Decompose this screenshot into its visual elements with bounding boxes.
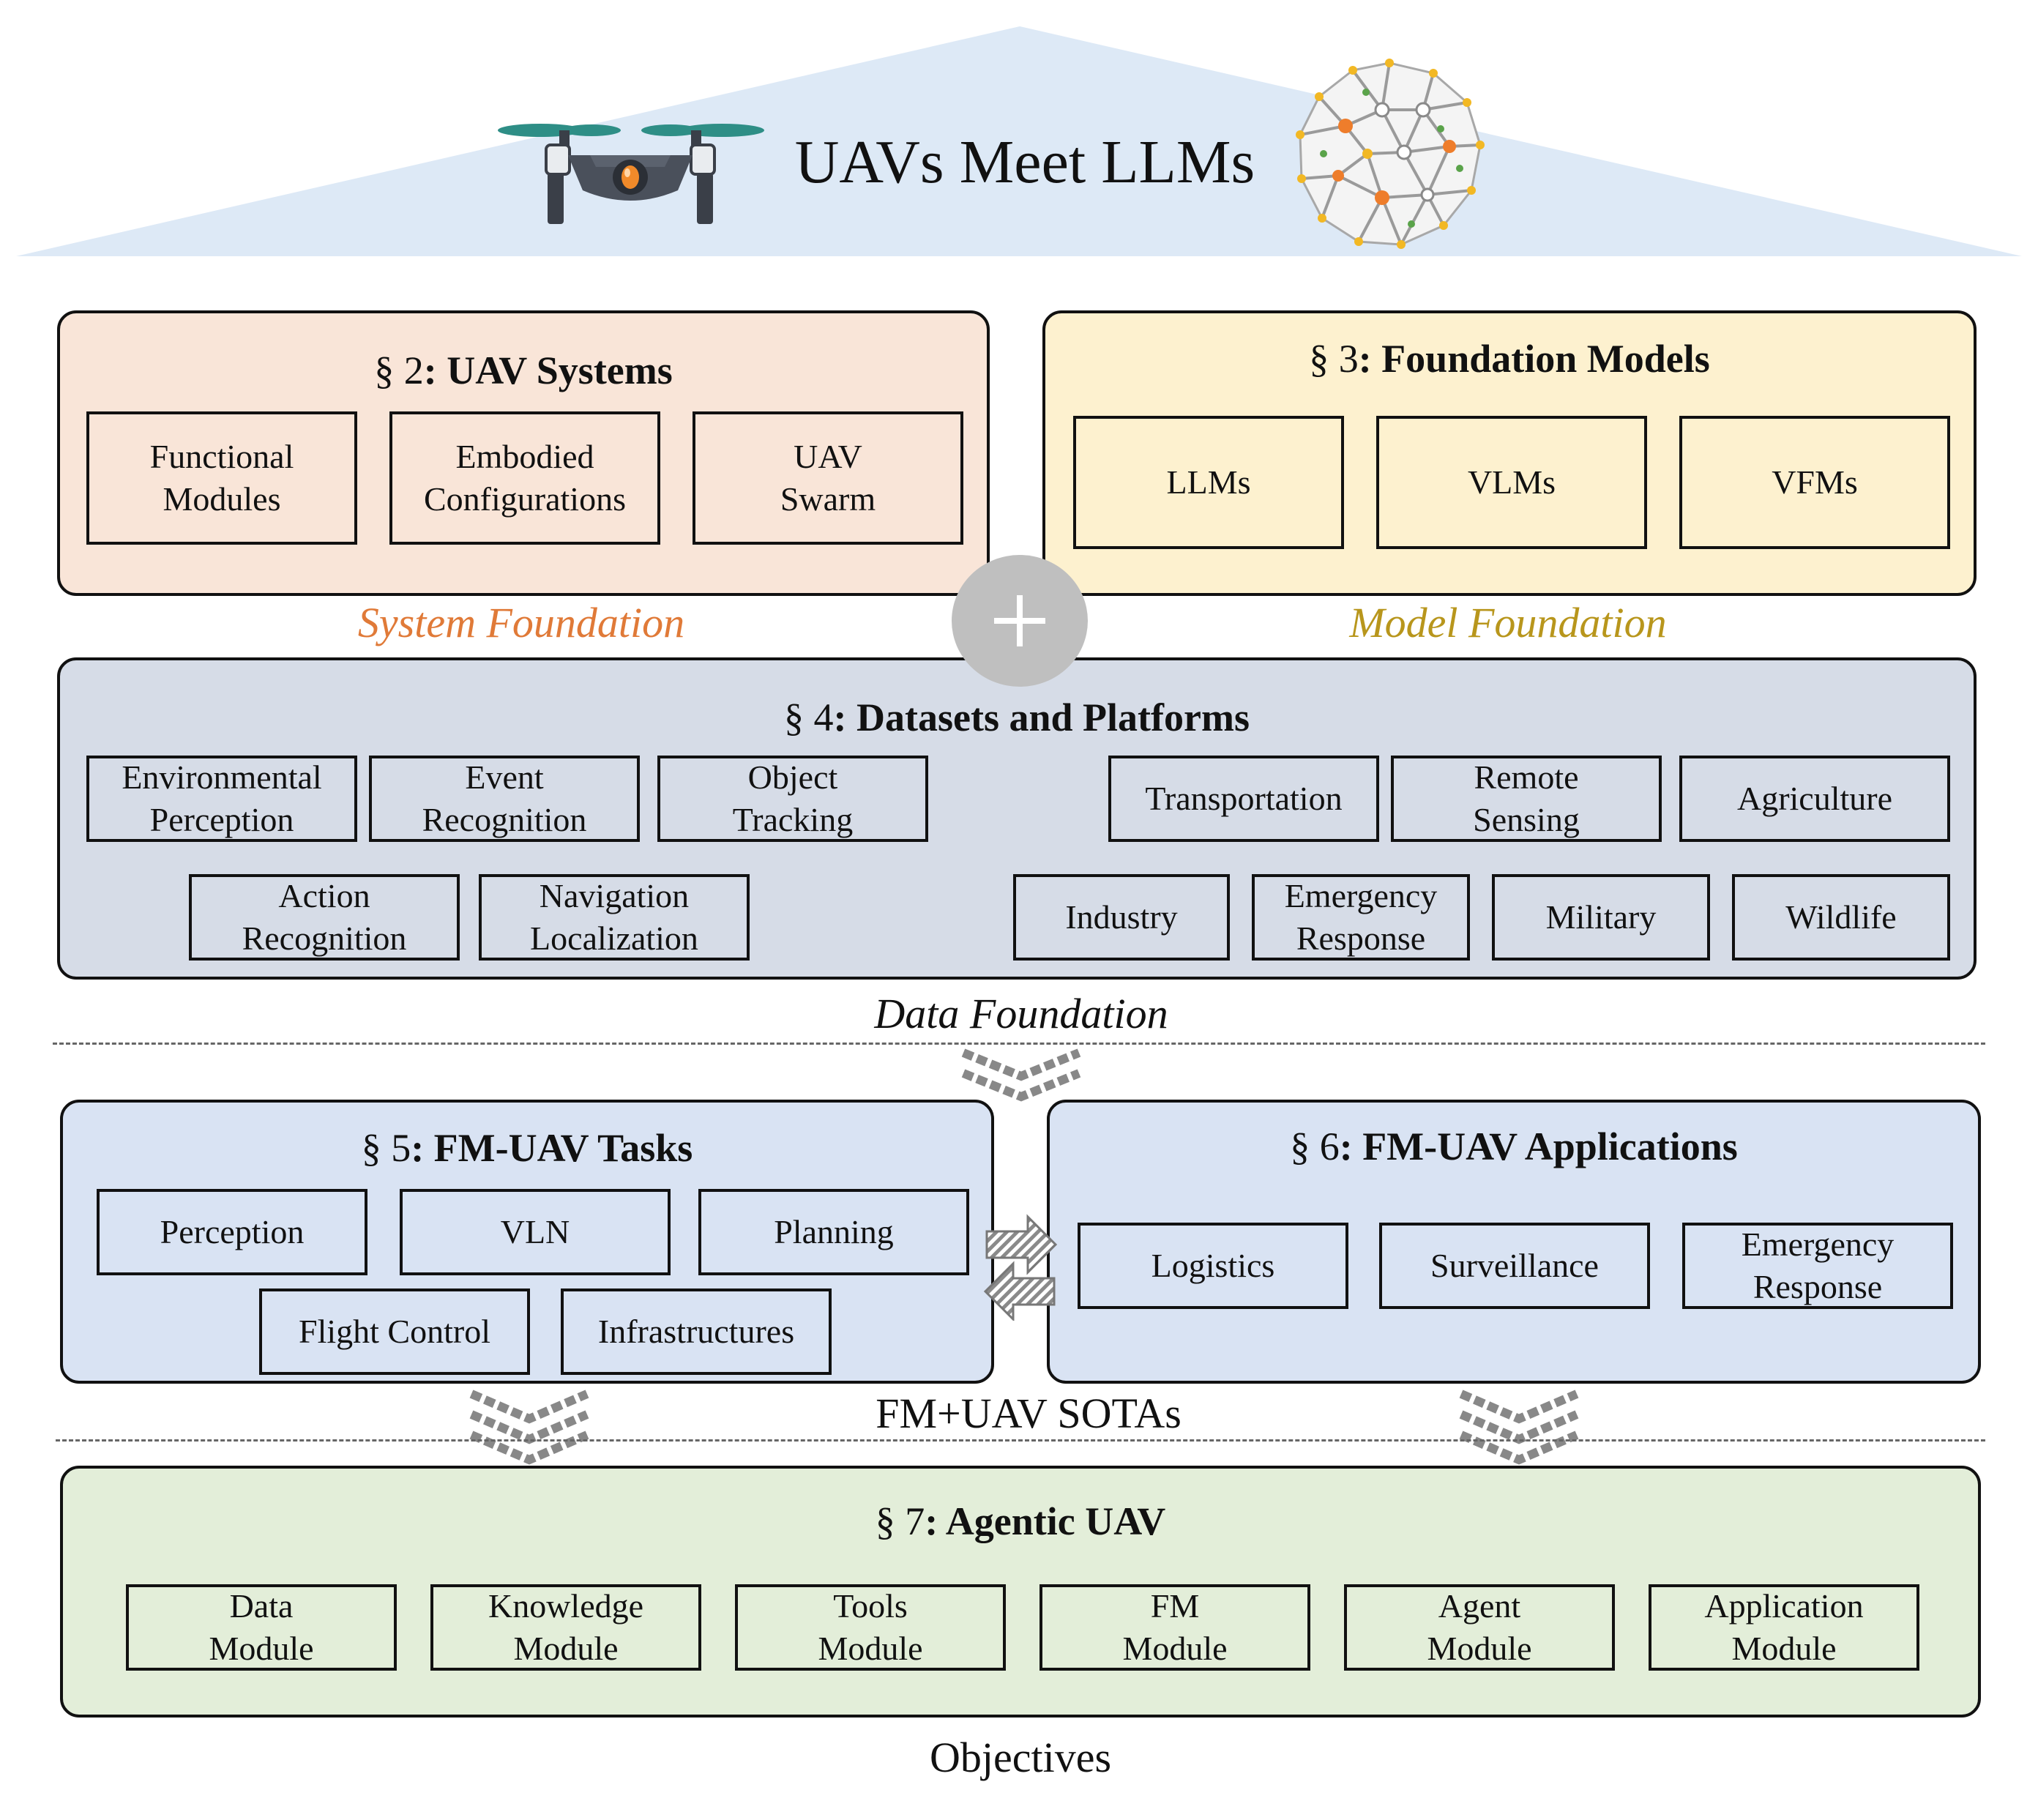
emergency-response-dataset-box: Emergency Response [1252, 874, 1470, 961]
object-tracking-box: Object Tracking [657, 756, 928, 842]
perception-box: Perception [97, 1189, 367, 1275]
agentic-uav-title: § 7: Agentic UAV [63, 1498, 1978, 1545]
fm-uav-applications-panel: § 6: FM-UAV Applications Logistics Surve… [1047, 1100, 1981, 1384]
plus-icon [994, 595, 1045, 646]
roof-shape [16, 26, 2022, 256]
plus-connector [952, 555, 1088, 687]
foundation-models-title: § 3: Foundation Models [1045, 335, 1974, 382]
datasets-platforms-title: § 4: Datasets and Platforms [60, 694, 1974, 741]
infrastructures-box: Infrastructures [561, 1288, 832, 1375]
down-chevron-right-icon [1459, 1390, 1579, 1465]
fm-module-box: FM Module [1039, 1584, 1310, 1671]
tools-module-box: Tools Module [735, 1584, 1006, 1671]
divider-line [53, 1043, 1985, 1045]
navigation-localization-box: Navigation Localization [479, 874, 750, 961]
section-number: § 7 [875, 1499, 925, 1543]
wildlife-box: Wildlife [1732, 874, 1950, 961]
section-name: : Foundation Models [1358, 337, 1710, 381]
main-title: UAVs Meet LLMs [794, 128, 1255, 196]
down-chevron-icon [961, 1048, 1081, 1102]
flight-control-box: Flight Control [259, 1288, 530, 1375]
down-chevron-left-icon [469, 1390, 589, 1465]
divider-line-2 [56, 1439, 1985, 1442]
functional-modules-box: Functional Modules [86, 411, 357, 545]
agentic-uav-panel: § 7: Agentic UAV Data Module Knowledge M… [60, 1466, 1981, 1718]
fm-uav-tasks-title: § 5: FM-UAV Tasks [63, 1125, 991, 1171]
uav-systems-title: § 2: UAV Systems [60, 347, 987, 394]
section-number: § 3 [1309, 337, 1359, 381]
roof-header [16, 26, 2022, 256]
model-foundation-label: Model Foundation [1349, 599, 1667, 646]
data-module-box: Data Module [126, 1584, 397, 1671]
section-name: : UAV Systems [423, 348, 673, 392]
section-name: : Datasets and Platforms [833, 695, 1250, 739]
planning-box: Planning [698, 1189, 969, 1275]
fm-uav-applications-title: § 6: FM-UAV Applications [1050, 1123, 1978, 1170]
emergency-response-app-box: Emergency Response [1682, 1223, 1953, 1309]
industry-box: Industry [1013, 874, 1230, 961]
section-name: : FM-UAV Tasks [411, 1126, 693, 1170]
fm-uav-tasks-panel: § 5: FM-UAV Tasks Perception VLN Plannin… [60, 1100, 994, 1384]
action-recognition-box: Action Recognition [189, 874, 460, 961]
application-module-box: Application Module [1649, 1584, 1919, 1671]
foundation-models-panel: § 3: Foundation Models LLMs VLMs VFMs [1042, 310, 1977, 596]
embodied-configurations-box: Embodied Configurations [389, 411, 660, 545]
system-foundation-label: System Foundation [357, 599, 685, 646]
agent-module-box: Agent Module [1344, 1584, 1615, 1671]
logistics-box: Logistics [1078, 1223, 1348, 1309]
section-name: : Agentic UAV [925, 1499, 1166, 1543]
llms-box: LLMs [1073, 416, 1344, 549]
neural-network-icon [1296, 59, 1485, 249]
bidirectional-arrow-icon [983, 1214, 1058, 1321]
event-recognition-box: Event Recognition [369, 756, 640, 842]
vfms-box: VFMs [1679, 416, 1950, 549]
uav-swarm-box: UAV Swarm [693, 411, 963, 545]
uav-systems-panel: § 2: UAV Systems Functional Modules Embo… [57, 310, 990, 596]
drone-icon [498, 124, 764, 224]
objectives-label: Objectives [929, 1734, 1112, 1781]
section-name: : FM-UAV Applications [1339, 1125, 1738, 1168]
military-box: Military [1492, 874, 1710, 961]
transportation-box: Transportation [1108, 756, 1379, 842]
section-number: § 2 [374, 348, 424, 392]
knowledge-module-box: Knowledge Module [430, 1584, 701, 1671]
vln-box: VLN [400, 1189, 671, 1275]
remote-sensing-box: Remote Sensing [1391, 756, 1662, 842]
agriculture-box: Agriculture [1679, 756, 1950, 842]
sotas-label: FM+UAV SOTAs [876, 1390, 1182, 1437]
section-number: § 5 [361, 1126, 411, 1170]
vlms-box: VLMs [1376, 416, 1647, 549]
section-number: § 6 [1290, 1125, 1340, 1168]
surveillance-box: Surveillance [1379, 1223, 1650, 1309]
datasets-platforms-panel: § 4: Datasets and Platforms Environmenta… [57, 657, 1977, 980]
section-number: § 4 [784, 695, 834, 739]
environmental-perception-box: Environmental Perception [86, 756, 357, 842]
data-foundation-label: Data Foundation [874, 990, 1168, 1037]
